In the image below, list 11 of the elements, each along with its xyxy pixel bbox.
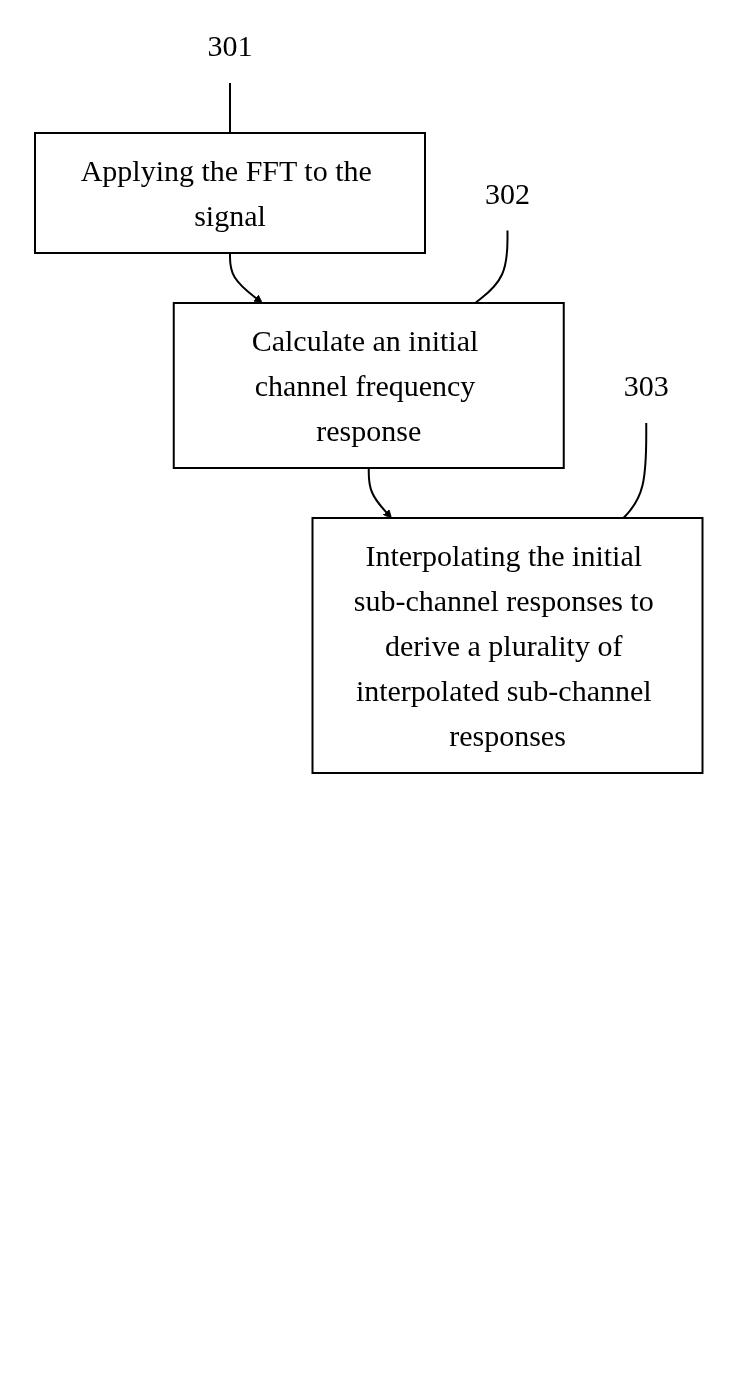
node-box: Interpolating the initial sub-channel responses to derive a plurality of interpolated sub-channel responses [311, 517, 704, 774]
node-box: Applying the FFT to the signal [33, 132, 426, 254]
connector [228, 82, 231, 134]
node-text: 301 [207, 29, 253, 62]
connector [474, 229, 509, 304]
arrow [228, 252, 263, 304]
node-text: 303 [623, 369, 669, 402]
node-text: 302 [484, 176, 530, 210]
node-box: Calculate an initial channel frequency response [172, 302, 565, 469]
connector [622, 422, 647, 519]
arrow [367, 467, 392, 519]
